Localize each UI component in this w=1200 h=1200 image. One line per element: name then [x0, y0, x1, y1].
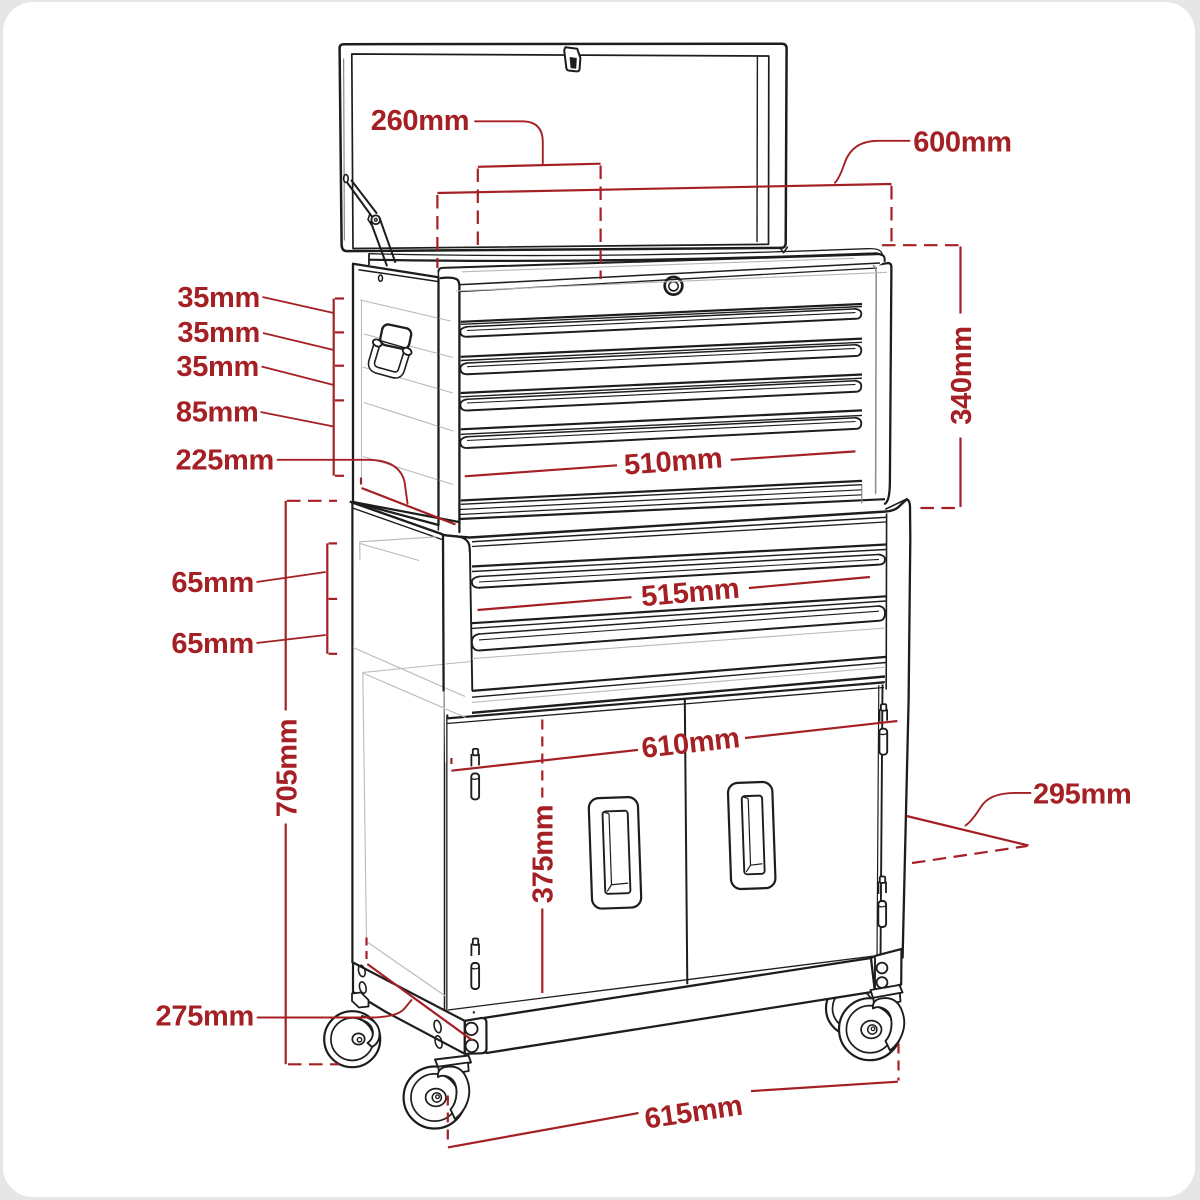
svg-text:260mm: 260mm	[370, 105, 468, 137]
svg-text:85mm: 85mm	[175, 396, 258, 428]
svg-text:35mm: 35mm	[176, 351, 259, 383]
svg-text:705mm: 705mm	[271, 718, 303, 816]
svg-text:35mm: 35mm	[177, 282, 260, 314]
svg-text:340mm: 340mm	[946, 326, 978, 424]
svg-text:510mm: 510mm	[622, 442, 723, 481]
svg-text:225mm: 225mm	[175, 444, 273, 476]
svg-text:295mm: 295mm	[1033, 778, 1131, 810]
svg-text:375mm: 375mm	[527, 804, 559, 902]
svg-text:275mm: 275mm	[155, 1000, 253, 1032]
svg-text:65mm: 65mm	[171, 567, 254, 599]
svg-text:615mm: 615mm	[642, 1089, 744, 1135]
svg-text:600mm: 600mm	[913, 126, 1011, 158]
svg-text:65mm: 65mm	[171, 628, 254, 660]
svg-text:35mm: 35mm	[177, 317, 260, 349]
